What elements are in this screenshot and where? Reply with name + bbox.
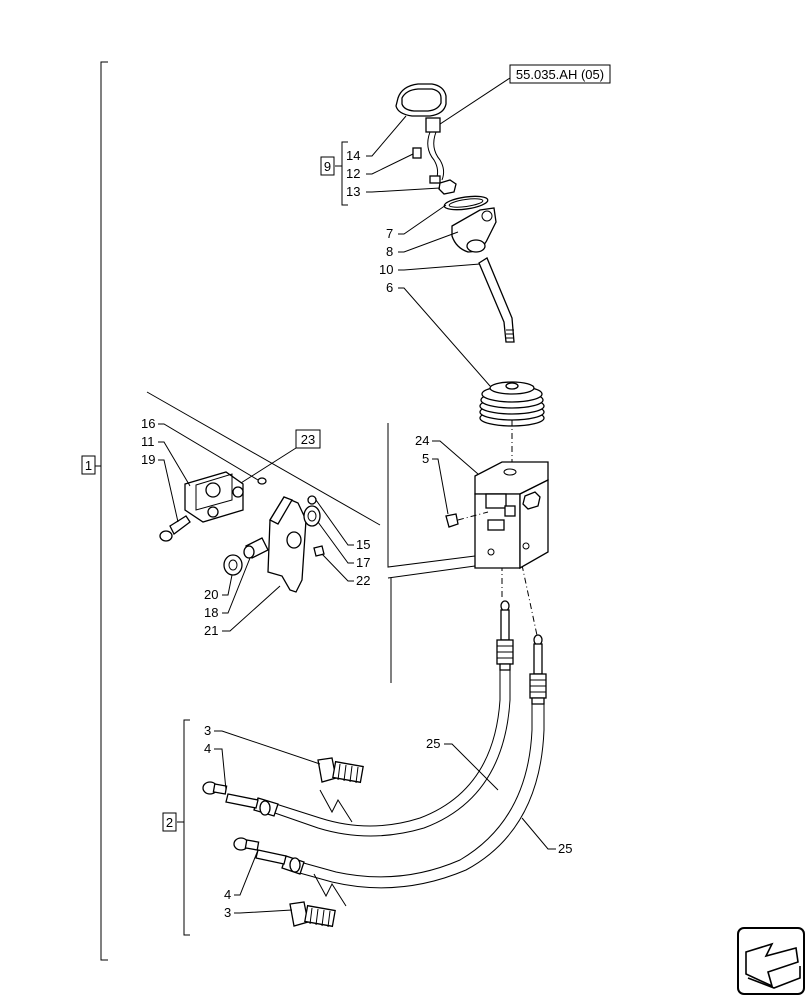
- callout-box-2[interactable]: [162, 812, 177, 832]
- callout-6[interactable]: 6: [386, 280, 393, 295]
- callout-box-1[interactable]: [81, 455, 96, 475]
- detail-frame: [146, 391, 381, 526]
- callout-3-upper[interactable]: 3: [204, 723, 211, 738]
- callout-11[interactable]: 11: [141, 434, 155, 449]
- part-boot: [479, 381, 545, 427]
- part-lever-rod: [478, 257, 515, 343]
- part-bolt: [445, 513, 459, 528]
- callout-16[interactable]: 16: [141, 416, 155, 431]
- part-washer-20: [223, 554, 243, 576]
- callout-10[interactable]: 10: [379, 262, 393, 277]
- part-clip: [257, 477, 267, 485]
- callout-4-upper[interactable]: 4: [204, 741, 211, 756]
- callout-box-23[interactable]: [295, 429, 321, 449]
- part-lever: [267, 496, 307, 593]
- callout-17[interactable]: 17: [356, 555, 370, 570]
- part-grease-fitting: [313, 545, 325, 557]
- cable-25-upper-a: [275, 670, 501, 827]
- callout-21[interactable]: 21: [204, 623, 218, 638]
- cable-25-lower-b: [295, 704, 545, 889]
- part-clevis: [184, 471, 244, 523]
- part-knob: [395, 83, 447, 117]
- callout-14[interactable]: 14: [346, 148, 360, 163]
- break-mark-upper: [319, 789, 353, 823]
- callout-13[interactable]: 13: [346, 184, 360, 199]
- callout-24[interactable]: 24: [415, 433, 429, 448]
- break-mark-lower: [313, 873, 347, 907]
- part-stud-lower: [289, 901, 336, 928]
- callout-7[interactable]: 7: [386, 226, 393, 241]
- part-nut: [438, 179, 457, 195]
- part-bushing: [243, 537, 269, 559]
- callout-1[interactable]: 1: [85, 458, 92, 473]
- view-bracket-right: [387, 423, 476, 568]
- group-bracket-1: [100, 61, 108, 961]
- callout-9[interactable]: 9: [324, 159, 331, 174]
- callout-3-lower[interactable]: 3: [224, 905, 231, 920]
- callout-18[interactable]: 18: [204, 605, 218, 620]
- callout-4-lower[interactable]: 4: [224, 887, 231, 902]
- group-bracket-2: [183, 719, 190, 936]
- reference-label[interactable]: 55.035.AH (05): [516, 67, 604, 82]
- callout-15[interactable]: 15: [356, 537, 370, 552]
- cable-25-upper-b: [271, 670, 511, 837]
- callout-19[interactable]: 19: [141, 452, 155, 467]
- callout-20[interactable]: 20: [204, 587, 218, 602]
- callout-box-9[interactable]: [320, 156, 335, 176]
- group-bracket-9: [341, 141, 348, 206]
- part-stud-upper: [317, 757, 364, 784]
- reference-box[interactable]: [509, 64, 611, 84]
- callout-12[interactable]: 12: [346, 166, 360, 181]
- part-washer-17: [303, 495, 321, 527]
- callout-23[interactable]: 23: [301, 432, 315, 447]
- part-control-box: [474, 461, 549, 570]
- part-eye-end-lower: [233, 837, 260, 851]
- callout-22[interactable]: 22: [356, 573, 370, 588]
- part-collar: [451, 207, 497, 253]
- callout-25-lower[interactable]: 25: [558, 841, 572, 856]
- part-eye-end-upper: [202, 781, 228, 795]
- callout-2[interactable]: 2: [166, 815, 173, 830]
- callout-5[interactable]: 5: [422, 451, 429, 466]
- part-switch-harness: [412, 117, 445, 184]
- part-cable-upper: [496, 600, 514, 671]
- callout-8[interactable]: 8: [386, 244, 393, 259]
- part-pin: [159, 515, 191, 542]
- part-cable-lower: [529, 634, 547, 705]
- part-cable-end-lower: [255, 849, 305, 875]
- cable-25-lower-a: [299, 704, 533, 878]
- part-cable-end-upper: [225, 793, 279, 817]
- callout-25-upper[interactable]: 25: [426, 736, 440, 751]
- arrow-navigation-icon[interactable]: [737, 927, 805, 995]
